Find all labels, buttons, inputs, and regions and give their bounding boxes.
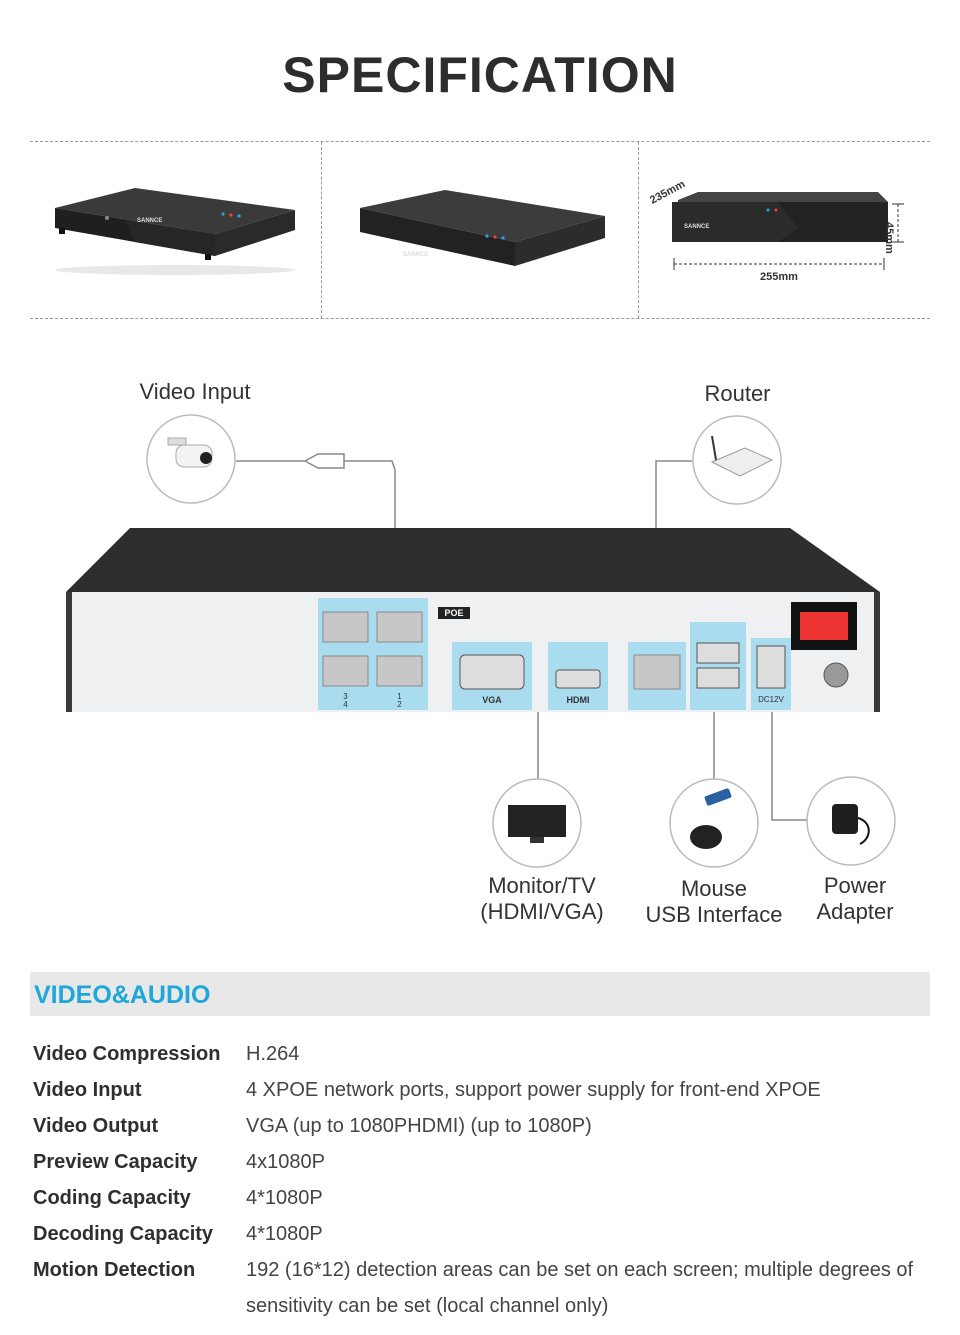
poe-port-number: 1: [397, 692, 402, 701]
nvr-angled-view: SANNCE: [360, 190, 605, 266]
vga-label: VGA: [482, 695, 502, 705]
power-label: Power Adapter: [816, 873, 894, 924]
width-dimension: 255mm: [760, 271, 798, 283]
nvr-back-panel: [66, 528, 880, 712]
router-label: Router: [704, 381, 771, 406]
monitor-icon: [492, 778, 582, 868]
section-title: VIDEO&AUDIO: [34, 981, 211, 1009]
monitor-label: Monitor/TV (HDMI/VGA): [480, 873, 604, 924]
nvr-front-view: SANNCE: [55, 188, 295, 275]
divider: [638, 142, 639, 318]
poe-port-number: 3: [343, 692, 348, 701]
height-dimension: 45mm: [883, 222, 895, 254]
dc-label: DC12V: [758, 695, 784, 704]
divider: [321, 142, 322, 318]
brand-text: SANNCE: [137, 218, 162, 224]
power-adapter-icon: [806, 776, 896, 866]
mouse-label: Mouse USB Interface: [645, 876, 783, 927]
divider: [30, 318, 930, 319]
brand-text: SANNCE: [403, 252, 428, 258]
nvr-dimension-view: SANNCE: [672, 192, 904, 270]
poe-label: POE: [444, 608, 464, 618]
video-input-label: Video Input: [139, 379, 251, 404]
divider: [30, 141, 930, 142]
hdmi-label: HDMI: [566, 695, 590, 705]
mouse-icon: [669, 778, 759, 868]
connection-diagram: [66, 414, 896, 868]
page-title: SPECIFICATION: [282, 47, 678, 103]
poe-port-number: 2: [397, 700, 402, 709]
camera-icon: [146, 414, 236, 504]
router-icon: [692, 415, 782, 505]
poe-port-number: 4: [343, 700, 348, 709]
section-header: VIDEO&AUDIO: [30, 972, 930, 1016]
brand-text: SANNCE: [684, 224, 709, 230]
